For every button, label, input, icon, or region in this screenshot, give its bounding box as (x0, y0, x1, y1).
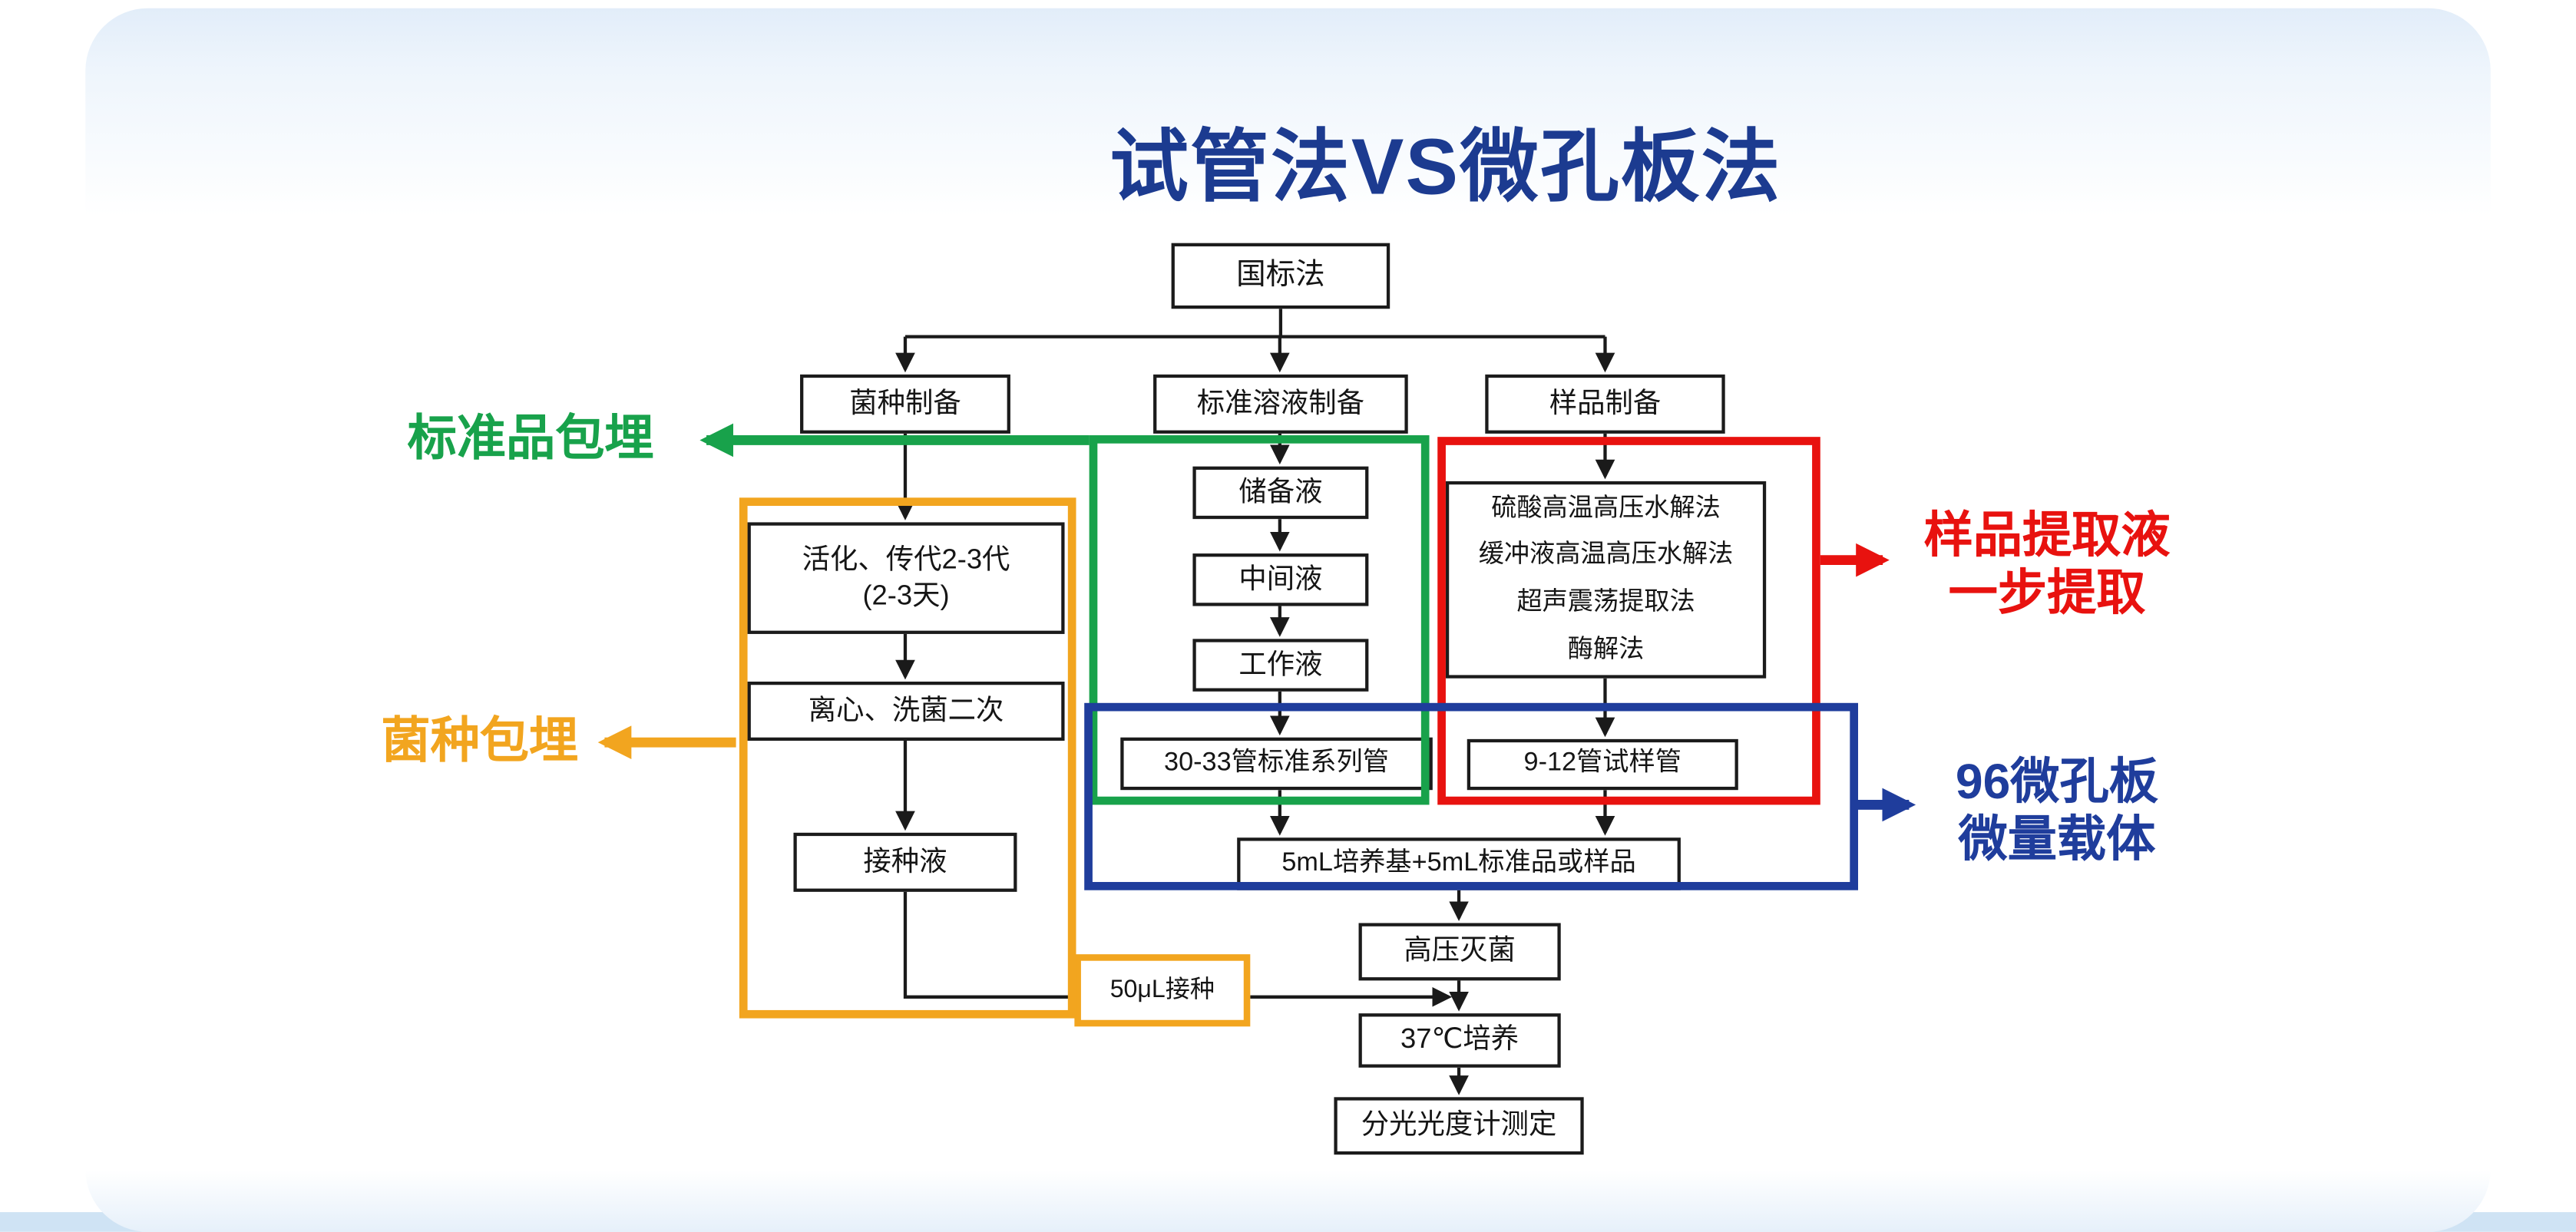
node-sample-tubes: 9-12管试样管 (1467, 738, 1738, 791)
node-label: 9-12管试样管 (1523, 748, 1682, 778)
node-label: 5mL培养基+5mL标准品或样品 (1281, 848, 1636, 877)
node-extraction-methods: 硫酸高温高压水解法 缓冲液高温高压水解法 超声震荡提取法 酶解法 (1445, 481, 1767, 679)
node-centrifuge-wash: 离心、洗菌二次 (747, 681, 1065, 742)
annotation-label: 菌种包埋 (381, 714, 579, 769)
node-label: 工作液 (1238, 649, 1323, 680)
node-label: 中间液 (1238, 563, 1323, 595)
node-standard-solution-preparation: 标准溶液制备 (1153, 374, 1408, 434)
node-label: 接种液 (863, 845, 947, 877)
node-sample-preparation: 样品制备 (1485, 374, 1725, 434)
node-incubation-37c: 37℃培养 (1358, 1013, 1561, 1068)
node-label-line3: 超声震荡提取法 (1516, 588, 1695, 616)
node-activation-passage: 活化、传代2-3代 (2-3天) (747, 522, 1065, 634)
node-national-standard-method: 国标法 (1171, 243, 1391, 309)
node-label: 菌种制备 (849, 387, 961, 419)
node-stock-solution: 储备液 (1192, 466, 1369, 520)
annotation-label-line2: 微量载体 (1958, 812, 2156, 867)
node-label-line2: (2-3天) (862, 580, 950, 611)
node-label: 样品制备 (1549, 387, 1662, 419)
node-label: 50μL接种 (1109, 976, 1215, 1004)
node-label-line2: 缓冲液高温高压水解法 (1478, 540, 1734, 570)
node-label: 国标法 (1236, 258, 1325, 292)
annotation-standard-embedding: 标准品包埋 (375, 412, 687, 469)
node-label: 高压灭菌 (1404, 935, 1516, 967)
node-label: 储备液 (1238, 476, 1323, 508)
annotation-label-line2: 一步提取 (1948, 566, 2146, 620)
node-label: 离心、洗菌二次 (808, 694, 1004, 726)
annotation-sample-extraction: 样品提取液 一步提取 (1903, 509, 2192, 623)
annotation-label-line1: 样品提取液 (1923, 509, 2171, 563)
connector-inoculum-join (903, 891, 1453, 1007)
node-intermediate-solution: 中间液 (1192, 553, 1369, 606)
node-inoculum-solution: 接种液 (793, 832, 1017, 892)
page-title: 试管法VS微孔板法 (1109, 124, 1782, 213)
annotation-label: 标准品包埋 (407, 412, 654, 467)
node-label: 30-33管标准系列管 (1164, 748, 1390, 777)
annotation-label-line1: 96微孔板 (1955, 755, 2158, 810)
node-label-line1: 硫酸高温高压水解法 (1491, 494, 1721, 522)
node-medium-plus-sample: 5mL培养基+5mL标准品或样品 (1237, 837, 1681, 890)
node-label-line4: 酶解法 (1567, 635, 1645, 663)
node-spectrophotometer: 分光光度计测定 (1334, 1097, 1584, 1155)
node-label-line1: 活化、传代2-3代 (802, 543, 1010, 575)
node-strain-preparation: 菌种制备 (800, 374, 1010, 434)
node-50ul-inoculation: 50μL接种 (1074, 954, 1251, 1027)
node-standard-series-tubes: 30-33管标准系列管 (1120, 737, 1433, 791)
node-label: 标准溶液制备 (1196, 387, 1365, 419)
node-label: 分光光度计测定 (1361, 1109, 1557, 1141)
annotation-96-microplate: 96微孔板 微量载体 (1922, 755, 2191, 869)
node-autoclave: 高压灭菌 (1358, 923, 1561, 981)
annotation-strain-embedding: 菌种包埋 (349, 715, 611, 771)
node-working-solution: 工作液 (1192, 639, 1369, 692)
node-label: 37℃培养 (1400, 1024, 1519, 1055)
